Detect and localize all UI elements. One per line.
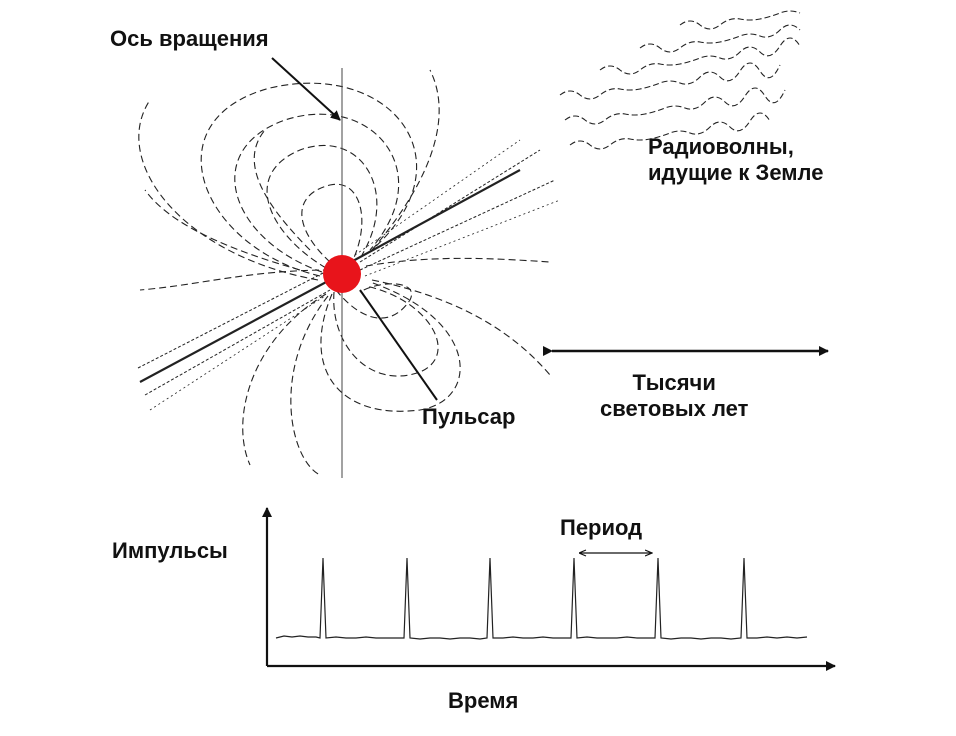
- impulses-axis-label: Импульсы: [112, 538, 228, 563]
- radio-waves-label-line2: идущие к Земле: [648, 159, 824, 185]
- period-label: Период: [560, 515, 643, 540]
- radio-waves: [559, 10, 801, 150]
- distance-label: Тысячи световых лет: [600, 370, 748, 422]
- magnetic-field-lines: [138, 69, 551, 476]
- pulse-trace: [275, 557, 808, 640]
- distance-label-line2: световых лет: [600, 395, 749, 421]
- rotation-axis-pointer: [271, 57, 341, 121]
- time-axis-label: Время: [448, 688, 519, 713]
- rotation-axis-label: Ось вращения: [110, 26, 269, 51]
- radio-waves-label-line1: Радиоволны,: [648, 134, 794, 159]
- radio-waves-label: Радиоволны, идущие к Земле: [648, 134, 823, 186]
- pulsar-label: Пульсар: [422, 404, 516, 429]
- pulsar-pointer: [359, 289, 438, 401]
- pulsar-star: [323, 255, 361, 293]
- distance-label-line1: Тысячи: [632, 370, 716, 395]
